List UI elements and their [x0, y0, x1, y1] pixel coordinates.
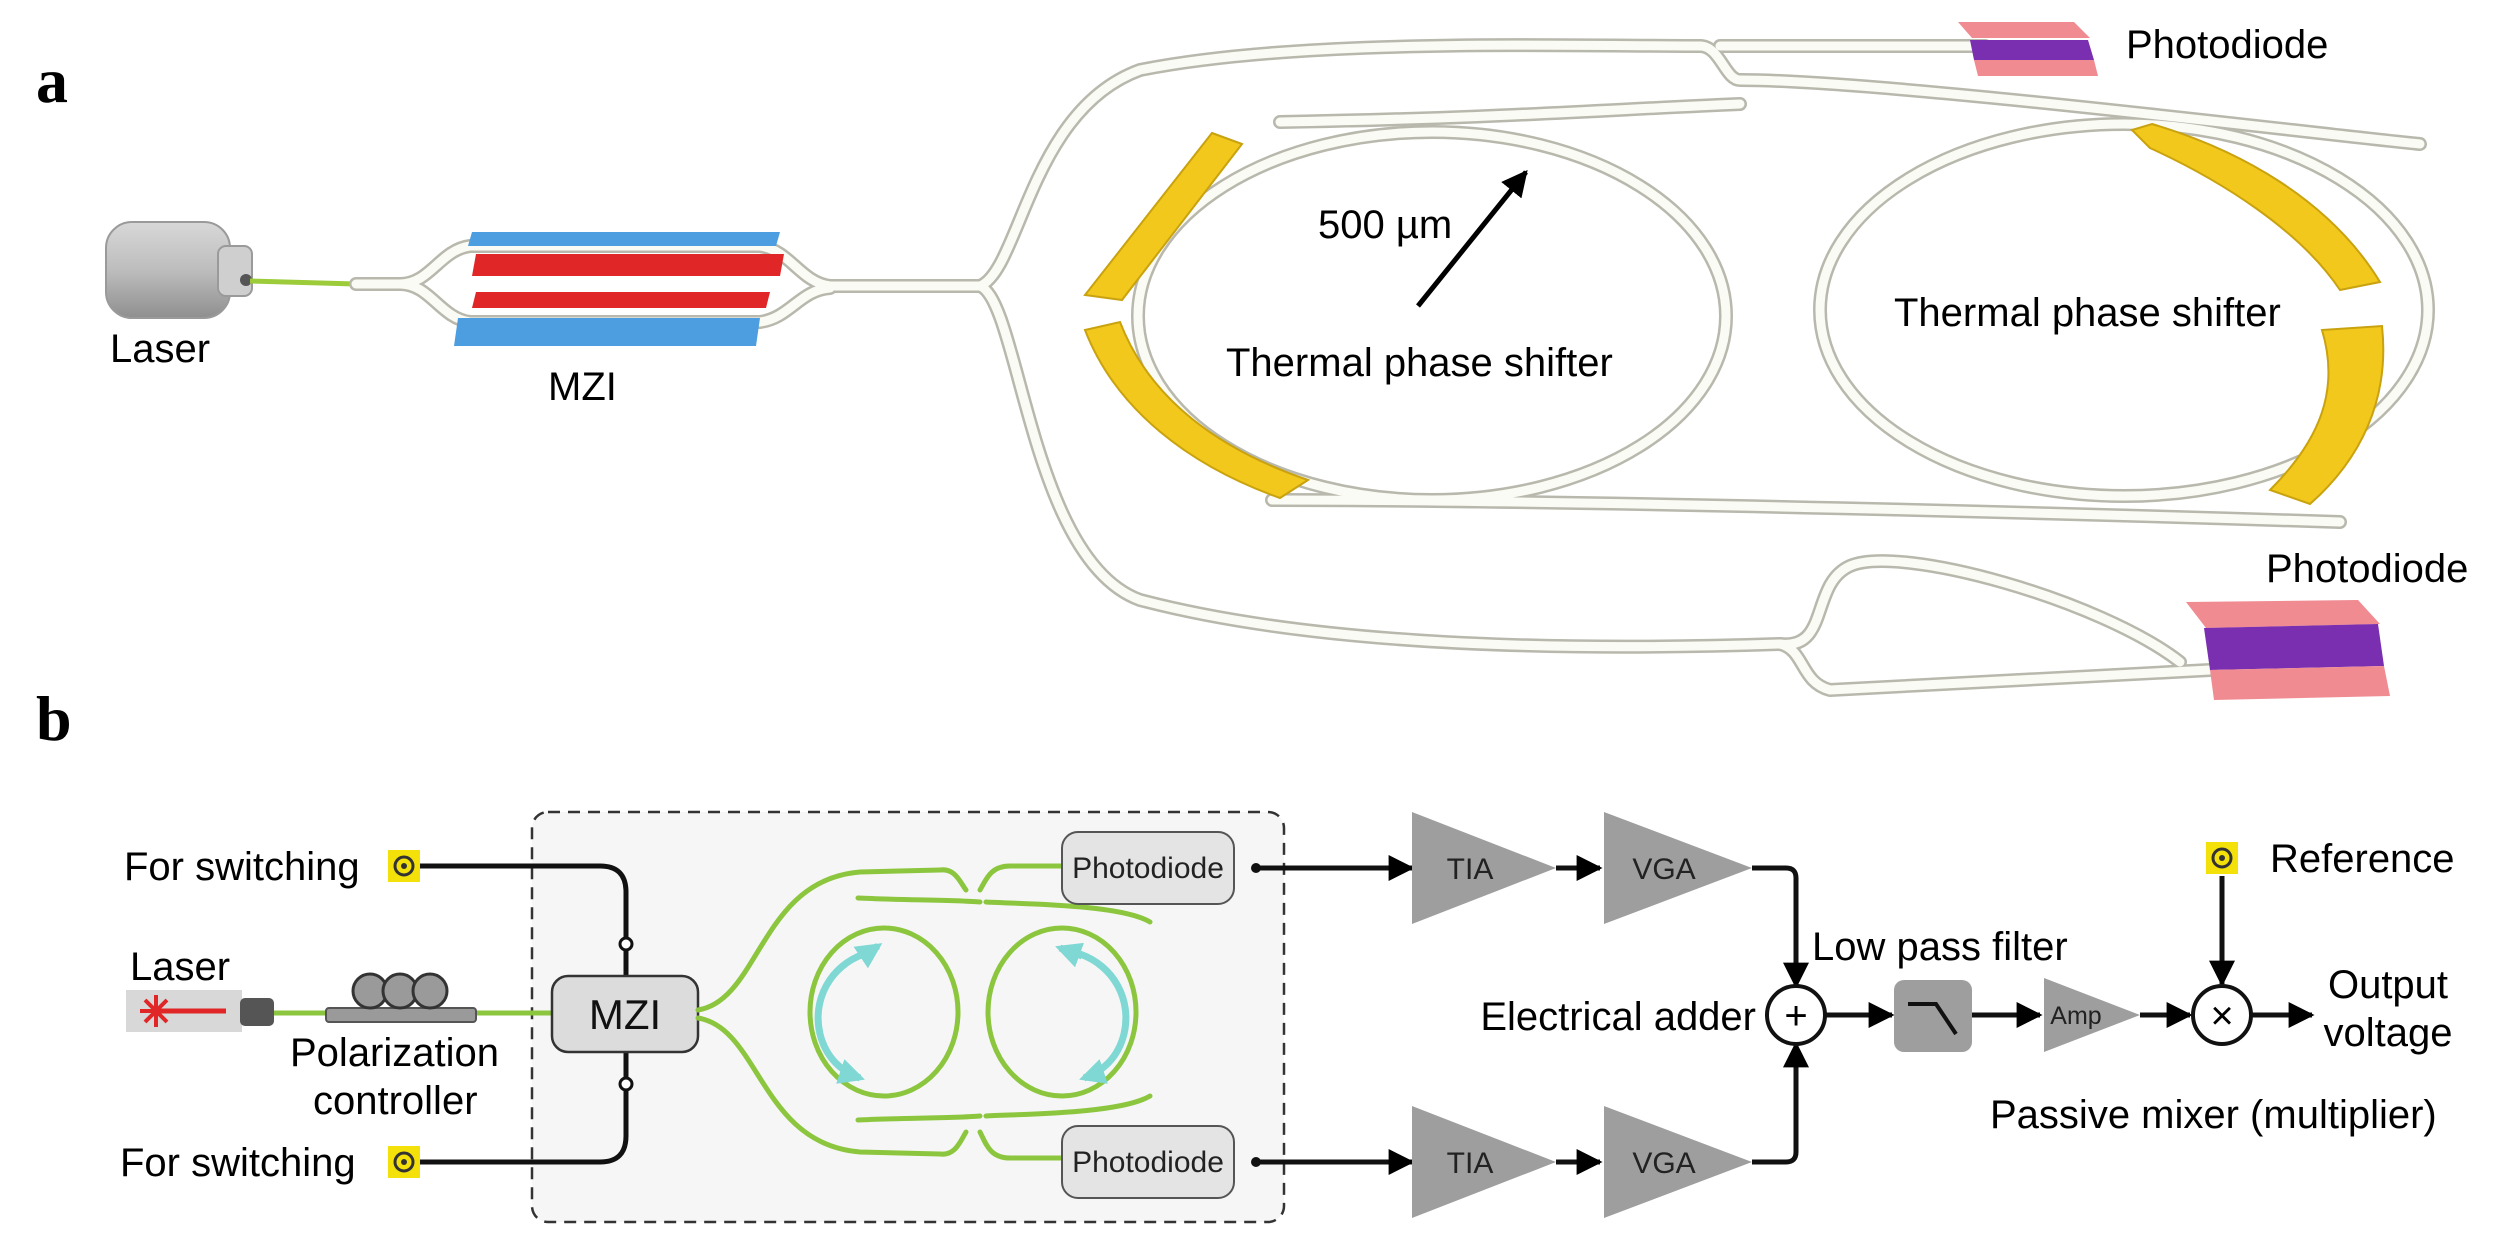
label-mzi-b: MZI: [589, 991, 661, 1038]
pd-top-output-node: [1251, 863, 1261, 873]
panel-label-a: a: [36, 45, 68, 116]
heater-left-top: [1083, 131, 1244, 302]
label-laser-b: Laser: [130, 945, 230, 989]
label-thermal-right: Thermal phase shifter: [1894, 291, 2281, 335]
photodiode-bottom-chip: [2186, 600, 2390, 700]
label-switching-top: For switching: [124, 845, 360, 889]
switching-top-node: [618, 936, 634, 952]
label-photodiode-bottom-a: Photodiode: [2266, 547, 2468, 591]
passive-mixer: [2191, 984, 2253, 1046]
label-mzi-a: MZI: [548, 365, 617, 409]
label-vga-bottom: VGA: [1632, 1147, 1695, 1180]
label-photodiode-top-a: Photodiode: [2126, 23, 2328, 67]
electrical-adder: [1765, 984, 1827, 1046]
laser-source: [126, 990, 274, 1032]
label-photodiode-top-b: Photodiode: [1072, 852, 1224, 885]
label-passive-mixer: Passive mixer (multiplier): [1990, 1093, 2437, 1137]
label-tia-top: TIA: [1447, 853, 1494, 886]
photonic-chip-illustration: [105, 22, 2435, 700]
photodiode-top-chip: [1958, 22, 2098, 76]
switching-bottom-connector: [388, 1146, 420, 1178]
mzi-electrodes: [454, 232, 784, 346]
signal-lines: [1256, 855, 2315, 1175]
label-thermal-left: Thermal phase shifter: [1226, 341, 1613, 385]
adder-symbol: +: [1784, 994, 1807, 1038]
amp-amplifier: [2044, 978, 2140, 1052]
label-laser-a: Laser: [110, 327, 210, 371]
photodiode-bottom-box: [1061, 1125, 1235, 1199]
tia-top-amplifier: [1412, 812, 1556, 924]
radius-arrow: [1416, 169, 1528, 308]
heater-right-bottom: [2268, 324, 2385, 506]
input-fiber: [249, 278, 357, 287]
switching-lines: [418, 863, 629, 1165]
label-radius: 500 µm: [1318, 203, 1452, 247]
panel-label-b: b: [36, 683, 72, 754]
pd-bottom-output-node: [1251, 1157, 1261, 1167]
mixer-symbol: ×: [2210, 994, 2233, 1038]
reference-connector: [2206, 842, 2238, 874]
label-polarization-2: controller: [313, 1079, 478, 1123]
ring-circulation-arrows: [814, 942, 1130, 1084]
label-electrical-adder: Electrical adder: [1480, 995, 1756, 1039]
label-polarization-1: Polarization: [290, 1031, 499, 1075]
chip-waveguides: [695, 863, 1153, 1161]
label-tia-bottom: TIA: [1447, 1147, 1494, 1180]
switching-bottom-node: [618, 1076, 634, 1092]
vga-bottom-amplifier: [1604, 1106, 1752, 1218]
tia-bottom-amplifier: [1412, 1106, 1556, 1218]
photodiode-top-box: [1061, 831, 1235, 905]
heater-left-bottom: [1083, 320, 1311, 500]
switching-top-connector: [388, 850, 420, 882]
label-output-1: Output: [2328, 963, 2448, 1007]
label-reference: Reference: [2270, 837, 2455, 881]
label-output-2: voltage: [2324, 1011, 2453, 1055]
label-amp: Amp: [2050, 1002, 2101, 1030]
low-pass-filter-box: [1894, 980, 1972, 1052]
label-photodiode-bottom-b: Photodiode: [1072, 1146, 1224, 1179]
polarization-controller: [325, 972, 477, 1023]
mzi-box: [550, 974, 700, 1054]
low-pass-filter-symbol: [1908, 1002, 1958, 1036]
label-vga-top: VGA: [1632, 853, 1695, 886]
vga-top-amplifier: [1604, 812, 1752, 924]
chip-boundary-box: [530, 810, 1286, 1224]
laser-device: [105, 221, 253, 319]
heater-right-top: [2130, 122, 2382, 292]
label-low-pass-filter: Low pass filter: [1812, 925, 2068, 969]
label-switching-bottom: For switching: [120, 1141, 356, 1185]
